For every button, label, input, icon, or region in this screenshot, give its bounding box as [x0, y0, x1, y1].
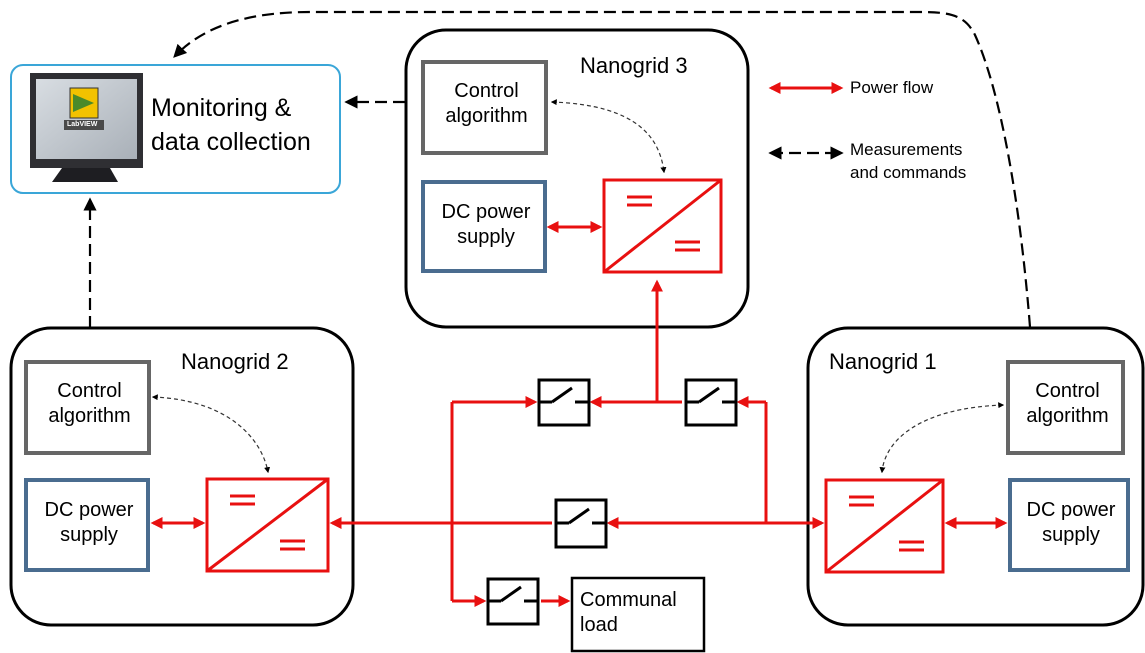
nanogrid2-control-link	[151, 394, 271, 474]
labview-logo-text: LabVIEW	[67, 121, 98, 128]
monitoring-label: Monitoring & data collection	[151, 92, 311, 160]
nanogrid3-supply-box	[421, 180, 547, 273]
nanogrid2-supply-box	[24, 478, 150, 572]
communal-load-line1: Communal	[580, 589, 677, 611]
switch-ng3-right	[684, 378, 738, 427]
nanogrid2-supply-label: DC power supply	[26, 498, 152, 548]
nanogrid2-supply-line1: DC power	[44, 499, 134, 521]
labview-monitor-icon	[30, 73, 143, 182]
nanogrid2-control-line1: Control	[57, 380, 122, 402]
switch-load	[486, 577, 540, 626]
switch-ng1-ng2	[554, 498, 608, 549]
nanogrid1-control-link	[879, 402, 1005, 474]
nanogrid2-supply-line2: supply	[60, 524, 118, 546]
communal-load-box	[570, 576, 706, 653]
nanogrid2-control-label: Control algorithm	[26, 379, 153, 429]
nanogrid1-supply-line1: DC power	[1026, 499, 1116, 521]
legend-power-flow-label: Power flow	[850, 78, 934, 97]
communal-load-label: Communal load	[580, 588, 677, 638]
communal-load-line2: load	[580, 614, 618, 636]
nanogrid3-control-box	[421, 60, 548, 155]
nanogrid2-control-line2: algorithm	[48, 405, 131, 427]
nanogrid3-control-line1: Control	[454, 80, 519, 102]
nanogrid3-converter	[602, 178, 723, 274]
nanogrid1-supply-line2: supply	[1042, 524, 1100, 546]
nanogrid3-supply-label: DC power supply	[423, 200, 549, 250]
switch-ng3-left	[537, 378, 591, 427]
legend-measurements-label: Measurements and commands	[850, 139, 966, 185]
monitoring-line1: Monitoring &	[151, 94, 292, 122]
nanogrid3-title: Nanogrid 3	[580, 53, 688, 78]
power-lines	[150, 82, 1008, 607]
nanogrid1-converter	[824, 478, 945, 574]
legend-measurements-line1: Measurements	[850, 140, 963, 159]
nanogrid3-control-link	[550, 99, 667, 174]
nanogrid1-supply-box	[1008, 478, 1130, 572]
nanogrid2-control-box	[24, 360, 151, 455]
nanogrid1-control-box	[1006, 360, 1125, 455]
nanogrid1-supply-label: DC power supply	[1010, 498, 1132, 548]
nanogrid1-control-line1: Control	[1035, 380, 1100, 402]
nanogrid3-control-label: Control algorithm	[423, 79, 550, 129]
monitoring-line2: data collection	[151, 127, 311, 156]
nanogrid2-converter	[205, 477, 330, 573]
nanogrid3-control-line2: algorithm	[445, 105, 528, 127]
nanogrid1-control-label: Control algorithm	[1008, 379, 1127, 429]
nanogrid1-title: Nanogrid 1	[829, 349, 937, 374]
ng1-to-monitor-line	[173, 10, 1032, 328]
nanogrid1-control-line2: algorithm	[1026, 405, 1109, 427]
nanogrid2-title: Nanogrid 2	[181, 349, 289, 374]
nanogrid3-supply-line2: supply	[457, 226, 515, 248]
nanogrid3-supply-line1: DC power	[441, 201, 531, 223]
legend-measurements-line2: and commands	[850, 162, 967, 182]
